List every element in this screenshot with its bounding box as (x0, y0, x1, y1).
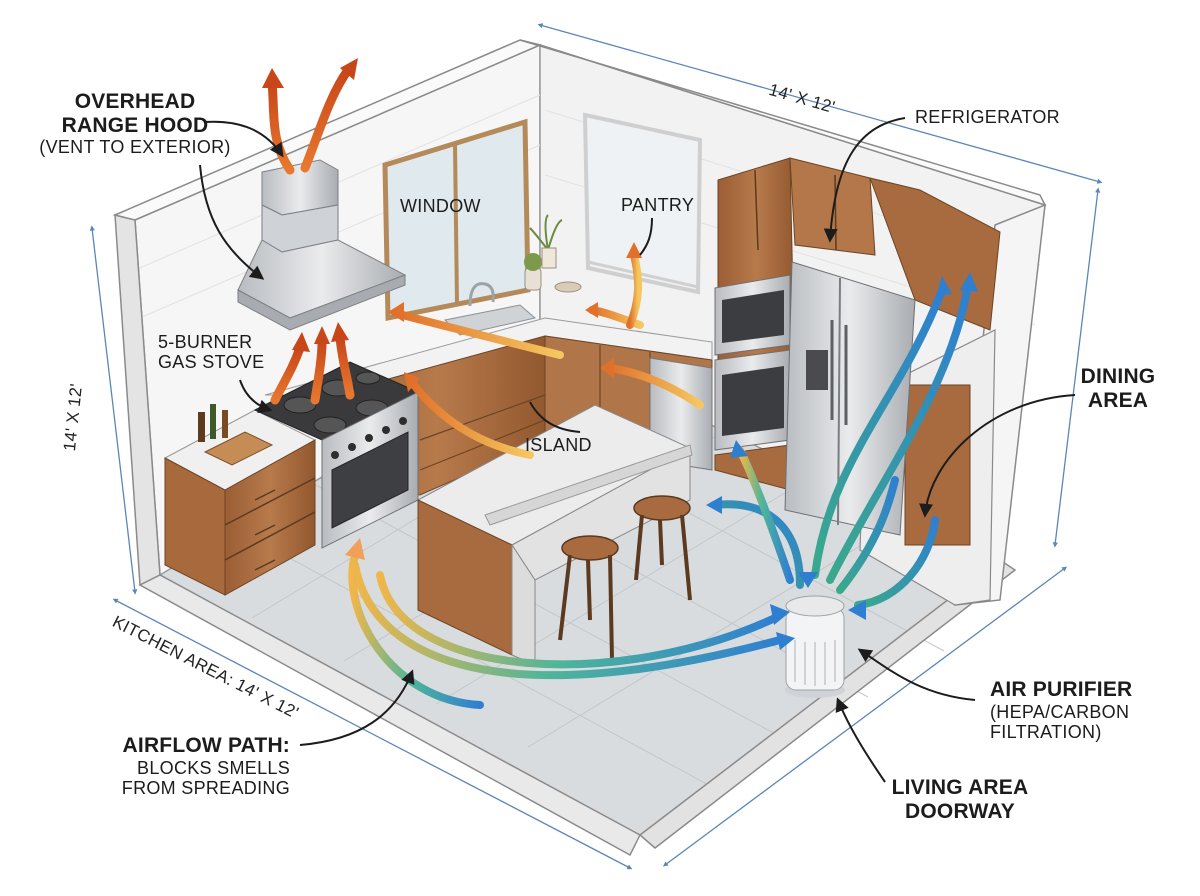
range-hood-title-line2: RANGE HOOD (61, 113, 209, 137)
airflow-sub-line2: FROM SPREADING (121, 777, 290, 798)
air-purifier-sub-line2: FILTRATION) (990, 721, 1102, 742)
plant (524, 214, 582, 293)
range-hood-sub: (VENT TO EXTERIOR) (39, 137, 231, 158)
doorway-line1: LIVING AREA (891, 776, 1029, 799)
range-hood (237, 159, 407, 331)
stove-label-line2: GAS STOVE (158, 352, 265, 373)
living-area-doorway-label: LIVING AREA DOORWAY (860, 776, 1060, 823)
stove-label-line1: 5-BURNER (158, 332, 253, 352)
airflow-path-label: AIRFLOW PATH: BLOCKS SMELLS FROM SPREADI… (100, 734, 290, 798)
window-label: WINDOW (400, 196, 481, 216)
air-purifier (785, 595, 845, 698)
air-purifier-sub-line1: (HEPA/CARBON (990, 701, 1130, 722)
warm-arrow-head-left (345, 538, 365, 560)
stove-label: 5-BURNER GAS STOVE (158, 332, 264, 372)
range-hood-label: OVERHEAD RANGE HOOD (VENT TO EXTERIOR) (35, 90, 235, 157)
warm-arrow-heads (388, 242, 642, 392)
callout-leaders (199, 117, 1076, 783)
exhaust-arrows (267, 65, 355, 405)
warm-airflow-arrows (391, 251, 704, 459)
exhaust-arrow-heads (262, 58, 358, 352)
dining-area-label: DINING AREA (1078, 365, 1158, 412)
airflow-sub-line1: BLOCKS SMELLS (137, 757, 290, 778)
airflow-title: AIRFLOW PATH: (122, 734, 290, 757)
island-label: ISLAND (525, 435, 592, 455)
bar-stools (558, 495, 692, 661)
refrigerator (784, 261, 916, 536)
air-purifier-label: AIR PURIFIER (HEPA/CARBON FILTRATION) (990, 678, 1132, 742)
wall-ovens (714, 274, 791, 491)
left-counter (163, 404, 317, 596)
refrigerator-label: REFRIGERATOR (915, 107, 1060, 127)
range-hood-title-line1: OVERHEAD (74, 90, 196, 113)
pantry-label: PANTRY (621, 195, 695, 215)
air-purifier-title: AIR PURIFIER (990, 678, 1133, 701)
dimension-lines (89, 23, 1103, 870)
tall-cabinets (717, 157, 1001, 421)
doorway-line2: DOORWAY (905, 799, 1015, 823)
gas-stove (253, 361, 420, 549)
dining-line1: DINING (1080, 365, 1156, 388)
dining-line2: AREA (1087, 388, 1149, 412)
